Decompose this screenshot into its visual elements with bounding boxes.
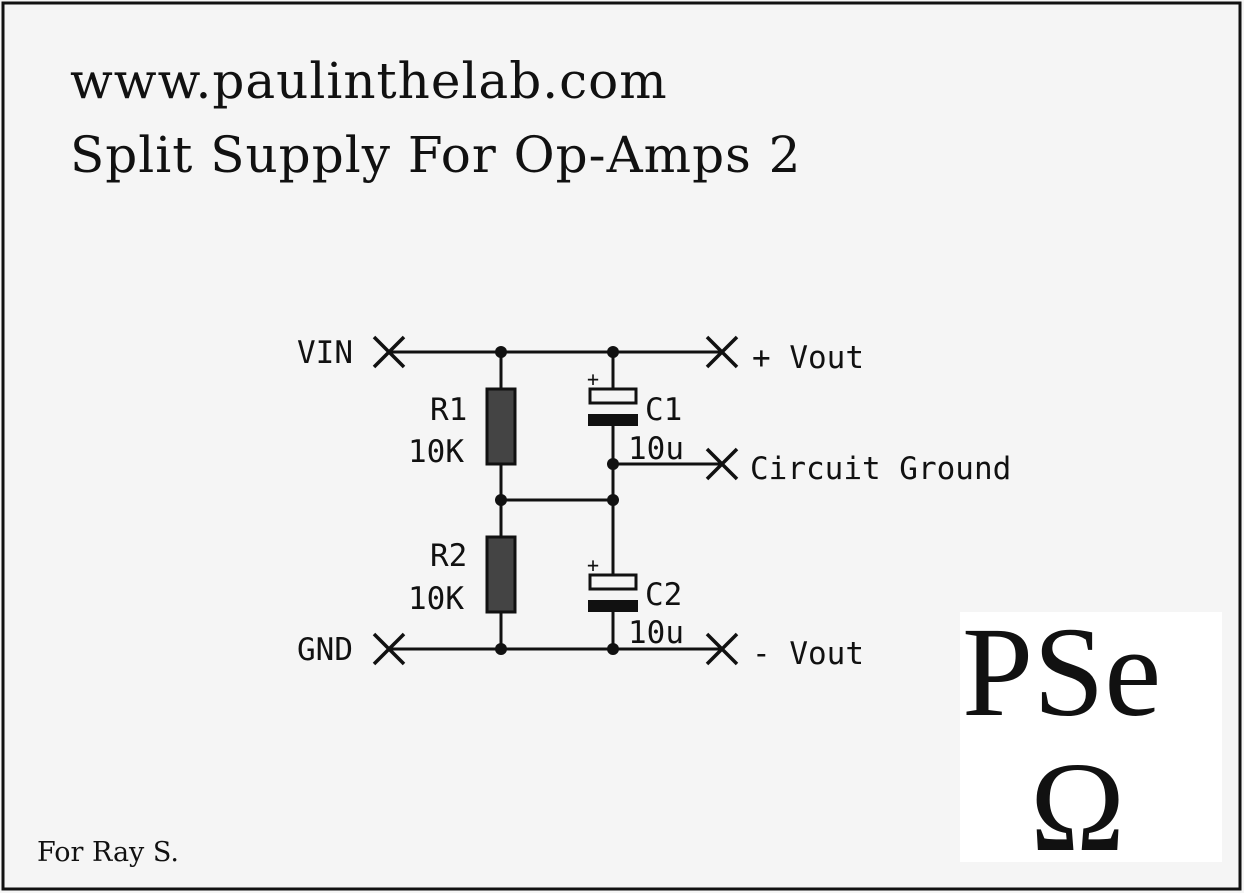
terminal-vout-pos-label: + Vout xyxy=(752,340,864,376)
junction-dot xyxy=(607,643,619,655)
c1-polarity-mark: + xyxy=(587,367,599,391)
logo-backdrop xyxy=(960,612,1222,862)
terminal-vin-label: VIN xyxy=(297,335,353,371)
c1-negative-plate xyxy=(588,414,638,426)
r1-name-label: R1 xyxy=(430,392,467,428)
r1-value-label: 10K xyxy=(408,434,464,470)
c1-value-label: 10u xyxy=(628,431,684,467)
terminal-vin-marker xyxy=(372,335,406,369)
junction-dot xyxy=(495,494,507,506)
terminal-vout-pos-marker xyxy=(705,335,739,369)
pse-logo: PSe Ω xyxy=(960,601,1222,878)
junctions xyxy=(495,346,619,655)
junction-dot xyxy=(607,494,619,506)
junction-dot xyxy=(607,346,619,358)
junction-dot xyxy=(495,643,507,655)
wires xyxy=(389,350,722,651)
resistor-r1-symbol xyxy=(485,387,517,466)
terminal-vout-neg-marker xyxy=(705,632,739,666)
r2-name-label: R2 xyxy=(430,538,467,574)
terminal-gnd-marker xyxy=(372,632,406,666)
terminal-vout-neg-label: - Vout xyxy=(752,636,864,672)
c2-negative-plate xyxy=(588,600,638,612)
dedication-text: For Ray S. xyxy=(37,837,179,868)
c2-positive-plate xyxy=(588,573,638,591)
terminal-gnd-label: GND xyxy=(297,632,353,668)
omega-icon: Ω xyxy=(1030,736,1125,878)
terminal-circuit-ground-label: Circuit Ground xyxy=(750,451,1011,487)
logo-letters: PSe xyxy=(962,601,1161,743)
title-text: Split Supply For Op-Amps 2 xyxy=(70,126,801,184)
c2-polarity-mark: + xyxy=(587,553,599,577)
resistor-r2-symbol xyxy=(485,535,517,614)
terminal-circuit-ground-marker xyxy=(705,447,739,481)
junction-dot xyxy=(495,346,507,358)
junction-dot xyxy=(607,458,619,470)
c1-name-label: C1 xyxy=(645,392,682,428)
r2-value-label: 10K xyxy=(408,581,464,617)
capacitor-c1-symbol xyxy=(588,387,638,426)
title-url: www.paulinthelab.com xyxy=(70,52,668,110)
capacitor-c2-symbol xyxy=(588,573,638,612)
c2-name-label: C2 xyxy=(645,577,682,613)
terminal-markers xyxy=(372,335,739,666)
c2-value-label: 10u xyxy=(628,615,684,651)
c1-positive-plate xyxy=(588,387,638,405)
